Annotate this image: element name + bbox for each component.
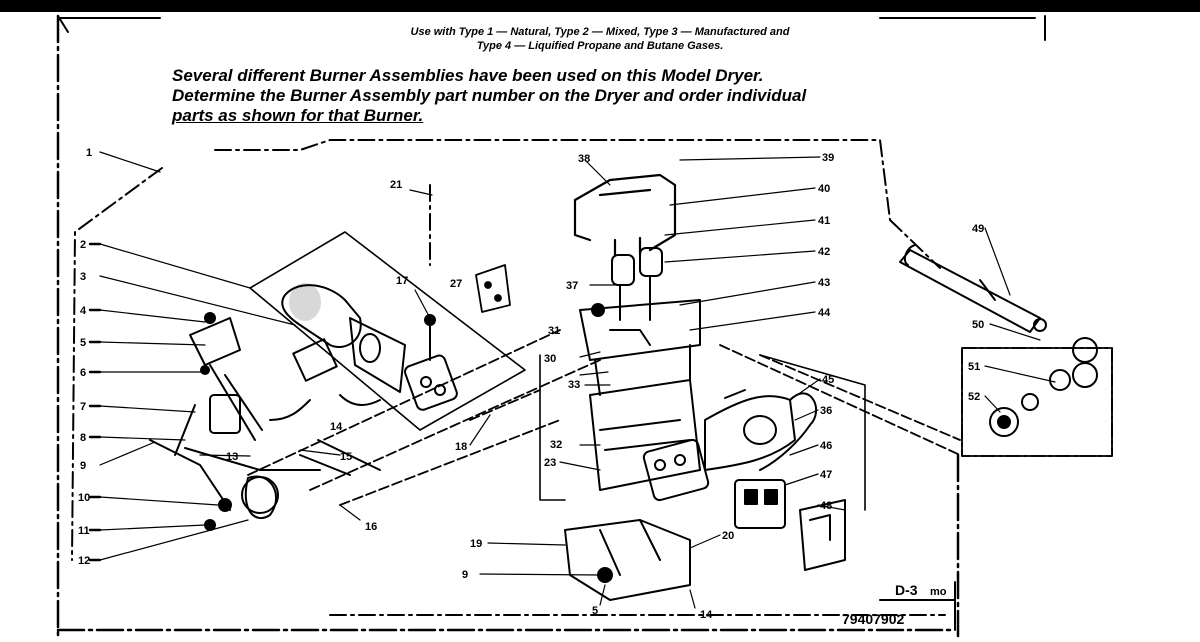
callout-16: 16 [365, 521, 377, 533]
callout-32: 32 [550, 439, 562, 451]
callout-44: 44 [818, 307, 831, 319]
callout-49: 49 [972, 223, 984, 235]
igniter-bracket [149, 312, 381, 531]
flame-sensor [704, 389, 818, 471]
igniter-tube [899, 244, 1047, 333]
valve-group-box [539, 354, 866, 511]
igniter-parts [989, 337, 1098, 437]
callout-40: 40 [818, 183, 830, 195]
gas-type-note: Use with Type 1 — Natural, Type 2 — Mixe… [0, 25, 1200, 53]
gas-type-note-line1: Use with Type 1 — Natural, Type 2 — Mixe… [410, 26, 790, 38]
callout-48: 48 [820, 500, 832, 512]
callout-27: 27 [450, 278, 462, 290]
burner-note-line2: Determine the Burner Assembly part numbe… [172, 86, 807, 105]
gas-type-note-line2: Type 4 — Liquified Propane and Butane Ga… [476, 40, 724, 52]
callout-9-bottom: 9 [462, 569, 468, 581]
callout-3: 3 [80, 271, 86, 283]
callout-14-bottom: 14 [700, 609, 713, 621]
diagram-frame [56, 14, 960, 638]
terminal-plate-27 [475, 264, 511, 313]
callout-42: 42 [818, 246, 830, 258]
callout-4: 4 [80, 305, 87, 317]
burner-tube [281, 283, 458, 411]
callout-11: 11 [78, 525, 90, 537]
callout-10: 10 [78, 492, 90, 504]
callout-ticks [88, 242, 102, 562]
callout-47: 47 [820, 469, 832, 481]
coil-bracket [573, 173, 677, 257]
wire-dashes [247, 329, 961, 506]
callout-39: 39 [822, 152, 834, 164]
callout-51: 51 [968, 361, 980, 373]
callout-13: 13 [226, 451, 238, 463]
callout-5-bottom: 5 [592, 605, 598, 617]
callout-19: 19 [470, 538, 482, 550]
callout-17: 17 [396, 275, 408, 287]
callout-23: 23 [544, 457, 556, 469]
callout-30: 30 [544, 353, 556, 365]
burner-tube-panel [249, 231, 526, 431]
burner-note-line1: Several different Burner Assemblies have… [172, 66, 764, 85]
diagram-code-suffix: mo [930, 586, 947, 598]
diagram-code: D-3 [895, 582, 918, 598]
callout-6: 6 [80, 367, 86, 379]
switch-blocks [734, 479, 846, 571]
callout-38: 38 [578, 153, 590, 165]
gas-valve-body [579, 299, 710, 502]
callout-43: 43 [818, 277, 830, 289]
top-black-bar [0, 0, 1200, 12]
igniter-panel [961, 347, 1113, 457]
callout-7: 7 [80, 401, 86, 413]
callout-12: 12 [78, 555, 90, 567]
callout-1: 1 [86, 147, 92, 159]
callout-31: 31 [548, 325, 560, 337]
callout-5: 5 [80, 337, 86, 349]
burner-assembly-note: Several different Burner Assemblies have… [172, 66, 806, 126]
callout-50: 50 [972, 319, 984, 331]
callout-41: 41 [818, 215, 830, 227]
callout-20: 20 [722, 530, 734, 542]
callout-9: 9 [80, 460, 86, 472]
solenoid-coils [611, 247, 663, 321]
mounting-bracket [564, 519, 691, 601]
callout-33: 33 [568, 379, 580, 391]
code-underline [879, 581, 956, 631]
frame-top-right [879, 15, 1046, 41]
callout-15: 15 [340, 451, 352, 463]
burner-housing-outline [71, 139, 946, 616]
callout-36: 36 [820, 405, 832, 417]
callout-52: 52 [968, 391, 980, 403]
callout-21: 21 [390, 179, 402, 191]
callout-45: 45 [822, 374, 834, 386]
callout-2: 2 [80, 239, 86, 251]
callout-8: 8 [80, 432, 86, 444]
leader-lines [99, 151, 1056, 609]
part-number: 79407902 [842, 611, 905, 627]
burner-note-line3: parts as shown for that Burner. [172, 106, 424, 125]
callout-18: 18 [455, 441, 467, 453]
callout-37: 37 [566, 280, 578, 292]
frame-top-left [57, 15, 161, 33]
callout-46: 46 [820, 440, 832, 452]
callout-14: 14 [330, 421, 343, 433]
callout-labels: 1 2 3 4 5 6 7 8 9 10 11 12 13 14 15 16 1… [78, 147, 984, 627]
